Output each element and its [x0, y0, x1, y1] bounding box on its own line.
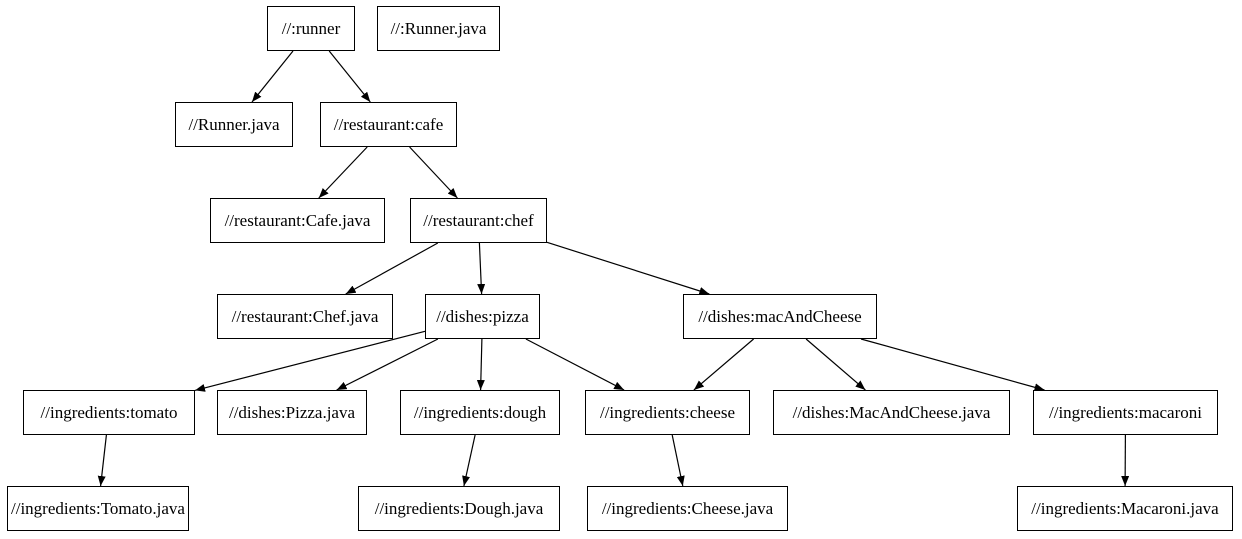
- edge-chef--pizza: [477, 242, 486, 295]
- node-label: //ingredients:Dough.java: [374, 499, 544, 518]
- edge-pizza--pizza-java: [336, 338, 439, 391]
- node-label: //dishes:macAndCheese: [698, 307, 862, 326]
- edge-cafe--chef: [409, 146, 458, 199]
- graph-node-runner: //:runner: [267, 6, 355, 51]
- edge-runner--cafe: [328, 50, 371, 103]
- edge-pizza--dough: [476, 338, 485, 391]
- graph-node-cafe: //restaurant:cafe: [320, 102, 457, 147]
- edge-chef--mac-and-cheese: [546, 241, 710, 295]
- graph-node-chef-java: //restaurant:Chef.java: [217, 294, 393, 339]
- node-label: //restaurant:cafe: [333, 115, 444, 134]
- graph-node-cheese-java: //ingredients:Cheese.java: [587, 486, 788, 531]
- edge-mac-and-cheese--cheese: [693, 338, 754, 391]
- edge-runner--runner-java: [251, 50, 294, 103]
- node-label: //:runner: [281, 19, 341, 38]
- edge-cafe--cafe-java: [318, 146, 368, 199]
- edge-pizza--tomato: [194, 330, 426, 392]
- graph-node-macaroni: //ingredients:macaroni: [1033, 390, 1218, 435]
- edge-tomato--tomato-java: [97, 434, 107, 487]
- graph-node-mac-and-cheese: //dishes:macAndCheese: [683, 294, 877, 339]
- graph-node-dough: //ingredients:dough: [400, 390, 560, 435]
- graph-node-pizza: //dishes:pizza: [425, 294, 540, 339]
- node-label: //ingredients:dough: [413, 403, 547, 422]
- node-label: //restaurant:Cafe.java: [224, 211, 371, 230]
- graph-node-runner-java: //Runner.java: [175, 102, 293, 147]
- node-label: //ingredients:Tomato.java: [11, 499, 185, 518]
- graph-node-chef: //restaurant:chef: [410, 198, 547, 243]
- graph-node-tomato: //ingredients:tomato: [23, 390, 195, 435]
- edge-pizza--cheese: [525, 338, 625, 391]
- graph-node-runner-java-root: //:Runner.java: [377, 6, 500, 51]
- node-label: //ingredients:tomato: [40, 403, 178, 422]
- edge-dough--dough-java: [462, 434, 476, 487]
- graph-node-mac-and-cheese-java: //dishes:MacAndCheese.java: [773, 390, 1010, 435]
- edge-chef--chef-java: [345, 242, 439, 295]
- edge-cheese--cheese-java: [671, 434, 685, 487]
- node-label: //:Runner.java: [390, 19, 487, 38]
- edge-mac-and-cheese--macaroni: [860, 338, 1045, 392]
- graph-node-cafe-java: //restaurant:Cafe.java: [210, 198, 385, 243]
- node-label: //ingredients:Macaroni.java: [1031, 499, 1219, 518]
- node-label: //dishes:Pizza.java: [228, 403, 356, 422]
- graph-node-cheese: //ingredients:cheese: [585, 390, 750, 435]
- node-label: //ingredients:macaroni: [1049, 403, 1202, 422]
- edge-mac-and-cheese--mac-and-cheese-java: [805, 338, 866, 391]
- graph-node-dough-java: //ingredients:Dough.java: [358, 486, 560, 531]
- node-label: //Runner.java: [188, 115, 280, 134]
- node-label: //restaurant:chef: [423, 211, 534, 230]
- node-label: //dishes:pizza: [436, 307, 529, 326]
- graph-node-pizza-java: //dishes:Pizza.java: [217, 390, 367, 435]
- graph-node-macaroni-java: //ingredients:Macaroni.java: [1017, 486, 1233, 531]
- node-label: //ingredients:Cheese.java: [601, 499, 774, 518]
- node-label: //restaurant:Chef.java: [231, 307, 379, 326]
- node-label: //dishes:MacAndCheese.java: [792, 403, 991, 422]
- graph-node-tomato-java: //ingredients:Tomato.java: [7, 486, 189, 531]
- node-label: //ingredients:cheese: [599, 403, 735, 422]
